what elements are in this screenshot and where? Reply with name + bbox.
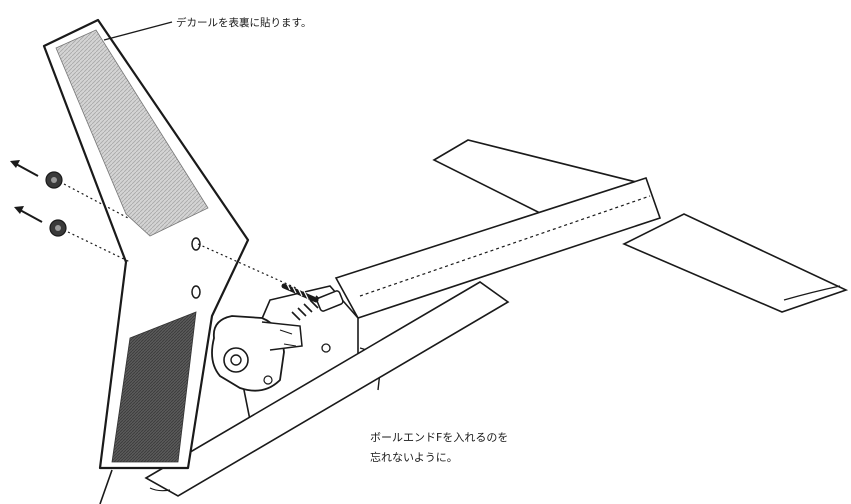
vertical-fin xyxy=(42,18,250,470)
arrow-icon xyxy=(10,160,39,177)
arrow-icon xyxy=(14,206,43,223)
lower-skid-fin xyxy=(144,281,510,497)
ball-end-note-line2: 忘れないように。 xyxy=(370,450,458,464)
upper-decal-area xyxy=(55,29,209,237)
tail-rotor-hub xyxy=(211,315,303,392)
assembly-guide-line-lower-nut xyxy=(67,231,131,263)
ball-end-screw xyxy=(281,281,319,303)
horizontal-stabilizer-right xyxy=(622,213,849,313)
nut-lower xyxy=(49,219,67,237)
decal-note-label: デカールを表裏に貼ります。 xyxy=(176,16,311,29)
fin-mount-hole-lower xyxy=(191,285,201,299)
ball-end-note-line1: ボールエンドFを入れるのを xyxy=(370,431,508,444)
nut-upper xyxy=(45,171,63,189)
ball-end-note: ボールエンドFを入れるのを 忘れないように。 xyxy=(370,431,508,464)
decal-callout: デカールを表裏に貼ります。 xyxy=(103,16,311,41)
fin-mount-hole-upper xyxy=(191,237,201,251)
assembly-guide-line-upper-nut xyxy=(63,183,129,219)
tail-shaft-spring xyxy=(291,290,344,321)
lower-decal-area xyxy=(111,311,197,463)
control-rod xyxy=(99,469,113,504)
tail-boom xyxy=(334,176,662,319)
